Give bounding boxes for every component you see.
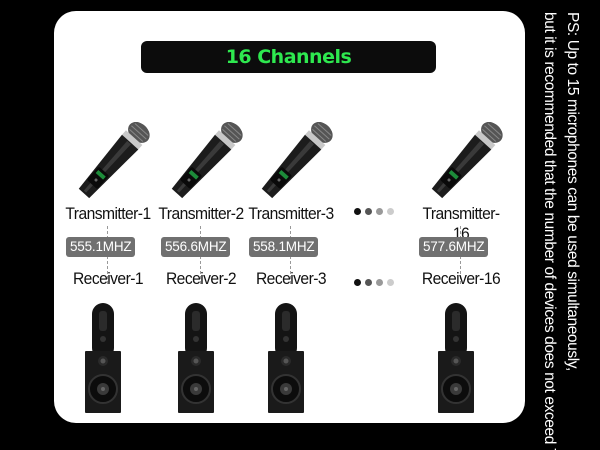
transmitter-label: Transmitter-1 xyxy=(65,204,151,223)
channels-banner: 16 Channels xyxy=(141,41,436,73)
note-text: PS: Up to 15 microphones can be used sim… xyxy=(538,12,584,450)
receiver-label: Receiver-16 xyxy=(421,269,501,288)
receiver-label: Receiver-1 xyxy=(72,269,144,288)
note-line-2: but it is recommended that the number of… xyxy=(541,12,558,450)
frequency-badge: 577.6MHZ xyxy=(419,237,489,257)
frequency-badge: 558.1MHZ xyxy=(249,237,319,257)
channels-card: 16 Channels Transmitter-1 555.1MHZ Recei… xyxy=(54,11,525,423)
receiver-label: Receiver-3 xyxy=(255,269,327,288)
channel-column-3: Transmitter-3 558.1MHZ Receiver-3 xyxy=(241,11,341,423)
channel-column-2: Transmitter-2 556.6MHZ Receiver-2 xyxy=(151,11,251,423)
microphone-icon xyxy=(431,121,503,199)
ellipsis-dots-icon xyxy=(354,208,394,215)
microphone-icon xyxy=(171,121,243,199)
microphone-icon xyxy=(261,121,333,199)
frequency-badge: 555.1MHZ xyxy=(66,237,136,257)
speaker-receiver-icon xyxy=(85,303,121,413)
microphone-icon xyxy=(78,121,150,199)
speaker-receiver-icon xyxy=(438,303,474,413)
receiver-label: Receiver-2 xyxy=(165,269,237,288)
frequency-badge: 556.6MHZ xyxy=(161,237,231,257)
transmitter-label: Transmitter-3 xyxy=(248,204,334,223)
note-line-1: PS: Up to 15 microphones can be used sim… xyxy=(564,12,581,371)
speaker-receiver-icon xyxy=(268,303,304,413)
ellipsis-dots-icon xyxy=(354,279,394,286)
channel-column-1: Transmitter-1 555.1MHZ Receiver-1 xyxy=(58,11,158,423)
channel-column-16: Transmitter-16 577.6MHZ Receiver-16 xyxy=(411,11,511,423)
transmitter-label: Transmitter-2 xyxy=(158,204,244,223)
speaker-receiver-icon xyxy=(178,303,214,413)
note-panel: PS: Up to 15 microphones can be used sim… xyxy=(530,8,592,450)
banner-title: 16 Channels xyxy=(225,46,352,68)
